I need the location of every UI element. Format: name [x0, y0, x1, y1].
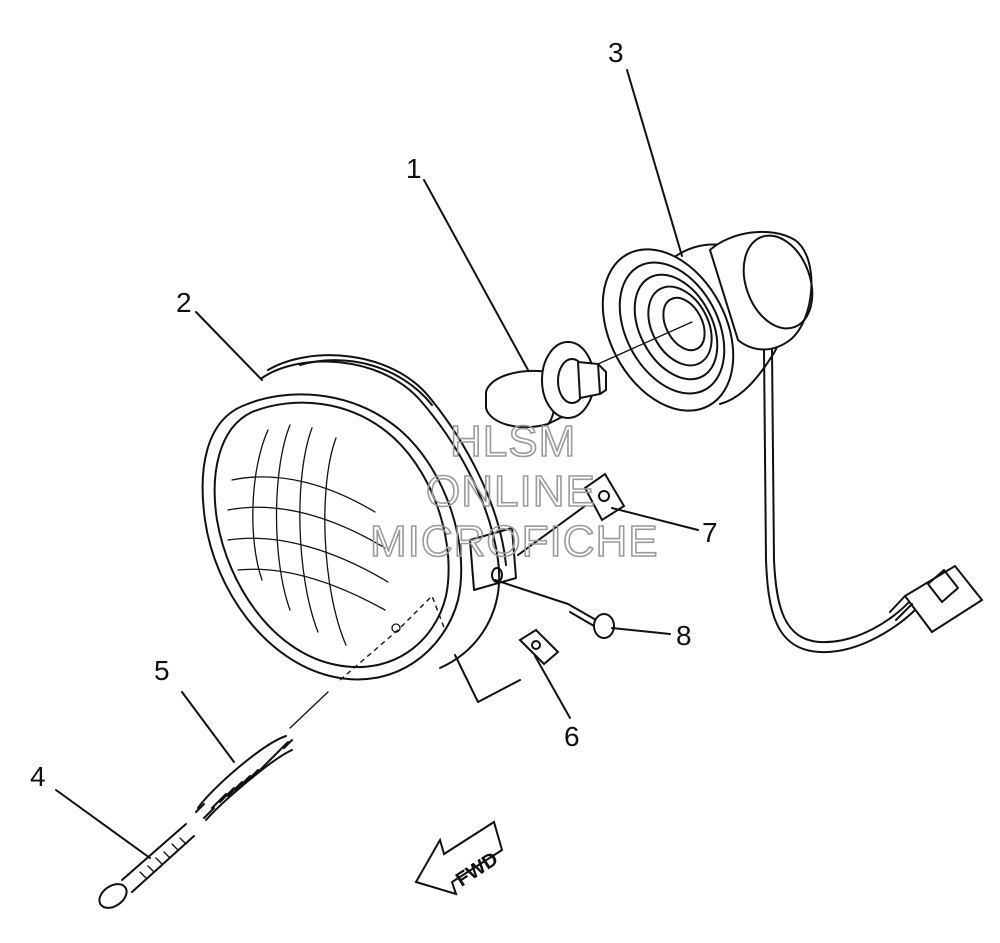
watermark-line1: HLSM	[450, 417, 576, 466]
spring[interactable]	[195, 735, 293, 821]
callout-labels: 1 2 3 4 5 6 7 8	[30, 37, 718, 792]
leader-lines	[55, 69, 699, 859]
callout-3: 3	[608, 37, 624, 68]
bulb[interactable]	[485, 341, 607, 429]
callout-1: 1	[406, 153, 422, 184]
headlight-unit[interactable]	[201, 354, 517, 681]
watermark-line2: ONLINE	[426, 467, 596, 516]
callout-6: 6	[564, 721, 580, 752]
watermark: HLSM ONLINE MICROFICHE	[369, 416, 659, 567]
fwd-arrow: FWD	[414, 820, 504, 896]
socket-cord[interactable]	[576, 226, 984, 654]
callout-7: 7	[702, 517, 718, 548]
screw[interactable]	[95, 823, 195, 913]
screw-small[interactable]	[567, 603, 615, 639]
callout-8: 8	[676, 620, 692, 651]
callout-4: 4	[30, 761, 46, 792]
callout-2: 2	[176, 287, 192, 318]
nut[interactable]	[518, 628, 560, 666]
watermark-line3: MICROFICHE	[370, 517, 659, 566]
callout-5: 5	[154, 655, 170, 686]
